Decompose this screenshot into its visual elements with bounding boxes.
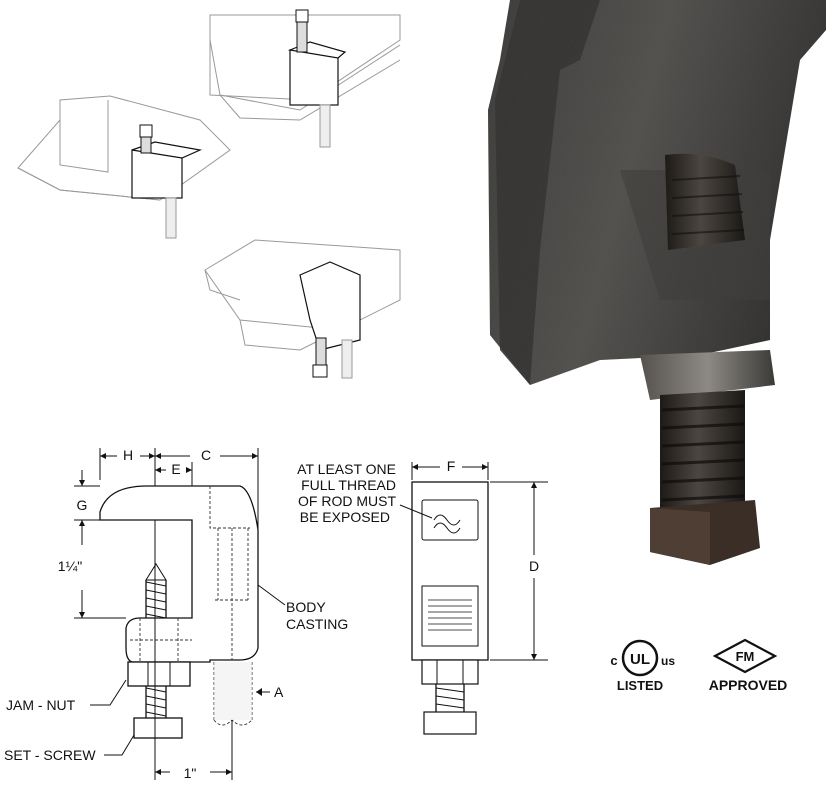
ul-suffix: us <box>661 654 675 668</box>
set-screw-label: SET - SCREW <box>4 747 96 763</box>
dim-label-h: H <box>123 447 133 463</box>
dim-label-height: 1¼" <box>58 558 82 574</box>
install-sketch-angle-beam <box>17 95 231 239</box>
front-set-screw-head <box>423 711 477 735</box>
set-screw-head <box>133 717 183 739</box>
ul-listed-text: LISTED <box>617 678 663 693</box>
dim-label-f: F <box>447 458 456 474</box>
ul-listed-logo: UL c us LISTED <box>610 639 675 693</box>
dim-label-one-inch: 1" <box>184 765 197 781</box>
fm-approved-diamond-logo: FM APPROVED <box>709 638 788 693</box>
side-view-drawing: H C E G 1¼" 1" A BODY CASTING JAM - NUT … <box>4 447 348 781</box>
thread-note-line-2: FULL THREAD <box>301 477 396 493</box>
dim-label-a: A <box>274 684 284 700</box>
front-view-drawing: F D AT LEAST ONE FULL THREAD OF ROD MUST… <box>297 458 548 735</box>
install-sketch-channel-bottom <box>204 239 401 379</box>
beam-clamp-photo <box>488 0 826 565</box>
dim-label-d: D <box>529 558 539 574</box>
thread-note-line-4: BE EXPOSED <box>300 509 390 525</box>
hanger-rod <box>213 662 253 726</box>
body-casting-label-1: BODY <box>286 599 326 615</box>
fm-approved-text: APPROVED <box>709 677 788 693</box>
body-casting-outline <box>99 485 259 663</box>
set-screw-thread <box>145 563 167 619</box>
jam-nut <box>127 661 191 687</box>
beam-clamp-icon-2 <box>287 9 347 148</box>
install-sketch-channel-top <box>209 9 401 148</box>
thread-note-line-3: OF ROD MUST <box>298 493 396 509</box>
dim-label-e: E <box>171 461 180 477</box>
dim-label-g: G <box>77 497 88 513</box>
body-casting-label-2: CASTING <box>286 616 348 632</box>
ul-prefix: c <box>610 653 617 668</box>
thread-note-line-1: AT LEAST ONE <box>297 461 396 477</box>
dim-label-c: C <box>201 447 211 463</box>
beam-clamp-icon-3 <box>299 261 361 379</box>
beam-clamp-icon-1 <box>131 124 203 239</box>
jam-nut-label: JAM - NUT <box>6 697 76 713</box>
ul-mark: UL <box>630 651 650 668</box>
front-jam-nut <box>421 659 479 685</box>
fm-mark: FM <box>736 649 755 664</box>
